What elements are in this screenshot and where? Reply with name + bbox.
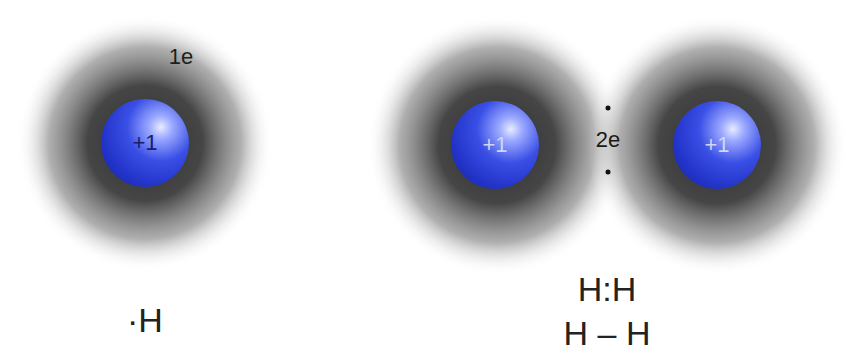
electron-cloud [17,15,273,271]
charge-label: +1 [704,132,729,158]
electron-count: 2e [596,129,620,151]
proton-sphere: +1 [451,101,539,189]
electron-count: 1e [169,46,193,68]
proton-sphere: +1 [673,101,761,189]
proton-sphere: +1 [101,99,189,187]
charge-label: +1 [482,132,507,158]
electron-dot [606,170,611,175]
lewis-symbol: ·H [127,303,163,337]
electron-dot [606,106,611,111]
bond-formula: H – H [564,316,651,350]
electron-cloud [587,15,847,275]
charge-label: +1 [132,130,157,156]
lewis-structure: H:H [578,272,637,306]
